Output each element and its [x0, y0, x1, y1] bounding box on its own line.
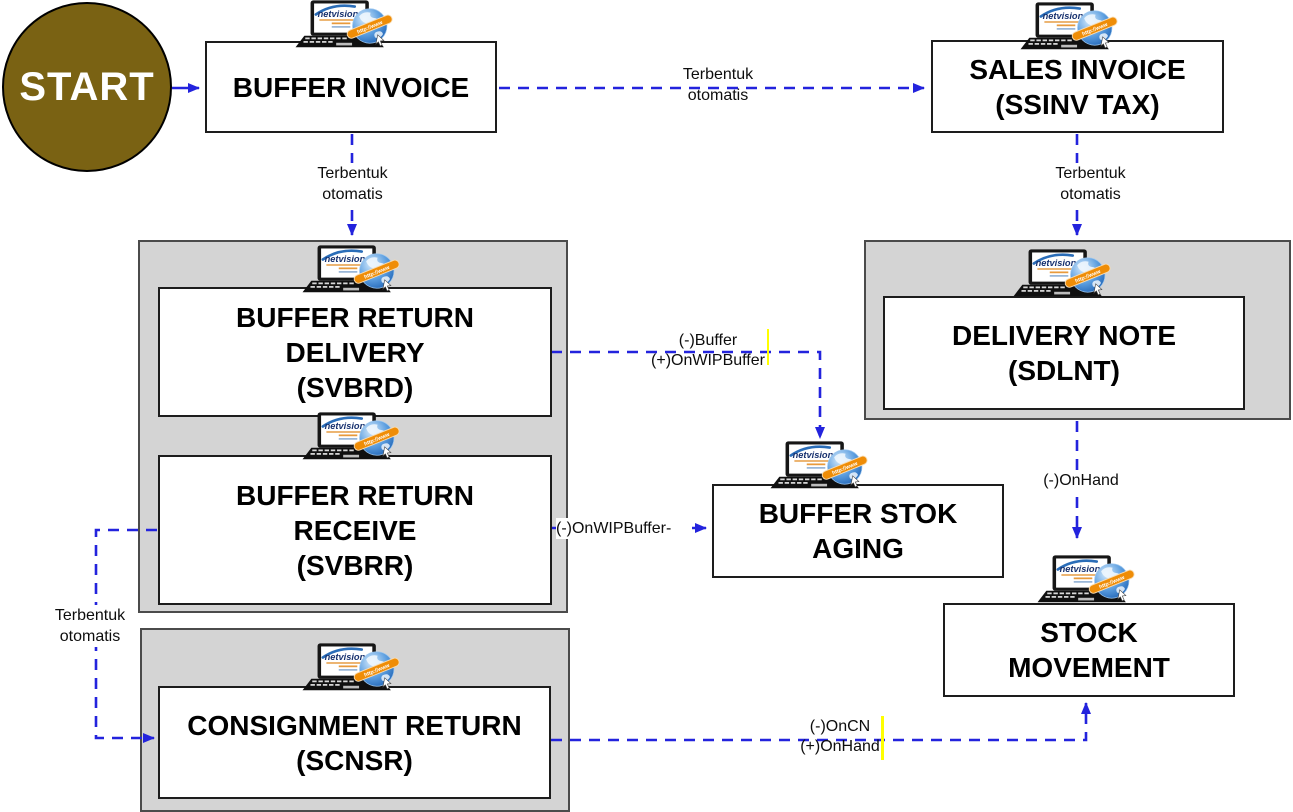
edge-label-onhand: (-)OnHand	[1038, 470, 1124, 491]
svg-text:netvision: netvision	[318, 9, 359, 19]
node-label: RECEIVE	[293, 514, 417, 546]
start-terminator: START	[2, 2, 172, 172]
node-consignment-return: CONSIGNMENT RETURN (SCNSR)	[158, 686, 551, 799]
edge-label-terbentuk-otomatis: Terbentuk otomatis	[44, 605, 136, 647]
svg-text:netvision: netvision	[1060, 564, 1101, 574]
node-sales-invoice: SALES INVOICE (SSINV TAX)	[931, 40, 1224, 133]
netvision-laptop-icon: netvision http://www	[1010, 249, 1116, 301]
edge-label-line: otomatis	[687, 87, 749, 104]
node-label: SALES INVOICE	[969, 53, 1186, 85]
svg-text:netvision: netvision	[1036, 258, 1077, 268]
edge-label-buffer-onwipbuffer: (-)Buffer (+)OnWIPBuffer	[628, 331, 788, 371]
start-label: START	[19, 64, 155, 109]
edge-label-line: (+)OnHand	[800, 738, 880, 755]
yellow-caret-mark	[881, 716, 884, 760]
node-label: (SSINV TAX)	[995, 88, 1160, 120]
node-label: (SVBRR)	[296, 549, 414, 581]
node-buffer-return-receive: BUFFER RETURN RECEIVE (SVBRR)	[158, 455, 552, 605]
node-label: (SCNSR)	[296, 744, 413, 776]
edge-label-line: (+)OnWIPBuffer	[651, 352, 765, 369]
netvision-laptop-icon: netvision http://www	[1017, 2, 1123, 54]
node-delivery-note: DELIVERY NOTE (SDLNT)	[883, 296, 1245, 410]
edge-label-line: (-)OnHand	[1043, 472, 1119, 489]
node-buffer-return-delivery: BUFFER RETURN DELIVERY (SVBRD)	[158, 287, 552, 417]
node-label: CONSIGNMENT RETURN	[187, 709, 522, 741]
node-label: DELIVERY	[285, 336, 425, 368]
edge-label-line: Terbentuk	[317, 165, 388, 182]
netvision-laptop-icon: netvision http://www	[767, 441, 873, 493]
edge-label-line: Terbentuk	[1055, 165, 1126, 182]
edge-label-terbentuk-otomatis: Terbentuk otomatis	[285, 163, 420, 205]
yellow-caret-mark	[767, 329, 769, 365]
node-label: (SDLNT)	[1008, 355, 1120, 386]
node-buffer-stok-aging: BUFFER STOK AGING	[712, 484, 1004, 578]
node-label: DELIVERY NOTE	[951, 320, 1177, 351]
node-buffer-invoice: BUFFER INVOICE	[205, 41, 497, 133]
node-label: BUFFER RETURN	[236, 479, 474, 511]
netvision-laptop-icon: netvision http://www	[299, 643, 405, 695]
svg-text:netvision: netvision	[1043, 11, 1084, 21]
edge-label-line: otomatis	[1060, 186, 1121, 203]
node-label: AGING	[812, 533, 904, 564]
node-label: MOVEMENT	[1008, 652, 1170, 683]
node-label: BUFFER RETURN	[236, 301, 474, 333]
edge-label-terbentuk-otomatis: Terbentuk otomatis	[648, 64, 788, 106]
node-label: BUFFER STOK	[758, 498, 958, 529]
edge-label-line: (-)Buffer	[678, 332, 738, 349]
node-label: STOCK	[1040, 617, 1138, 648]
netvision-laptop-icon: netvision http://www	[299, 412, 405, 464]
netvision-laptop-icon: netvision http://www	[292, 0, 398, 52]
svg-text:netvision: netvision	[793, 450, 834, 460]
edge-label-terbentuk-otomatis: Terbentuk otomatis	[1023, 163, 1158, 205]
edge-label-line: Terbentuk	[682, 66, 754, 83]
edge-label-line: otomatis	[322, 186, 383, 203]
edge-label-line: (-)OnCN	[809, 718, 871, 735]
netvision-laptop-icon: netvision http://www	[1034, 555, 1140, 607]
svg-text:netvision: netvision	[325, 254, 366, 264]
node-label: BUFFER INVOICE	[232, 71, 470, 103]
node-stock-movement: STOCK MOVEMENT	[943, 603, 1235, 697]
edge-label-line: Terbentuk	[54, 607, 126, 624]
svg-text:netvision: netvision	[325, 421, 366, 431]
edge-label-oncn-onhand: (-)OnCN (+)OnHand	[770, 717, 910, 757]
svg-text:netvision: netvision	[325, 652, 366, 662]
edge-label-line: (-)OnWIPBuffer-	[556, 520, 672, 537]
edge-label-line: otomatis	[59, 628, 121, 645]
netvision-laptop-icon: netvision http://www	[299, 245, 405, 297]
edge-label-onwipbuffer: (-)OnWIPBuffer-	[556, 518, 692, 539]
node-label: (SVBRD)	[296, 371, 414, 403]
